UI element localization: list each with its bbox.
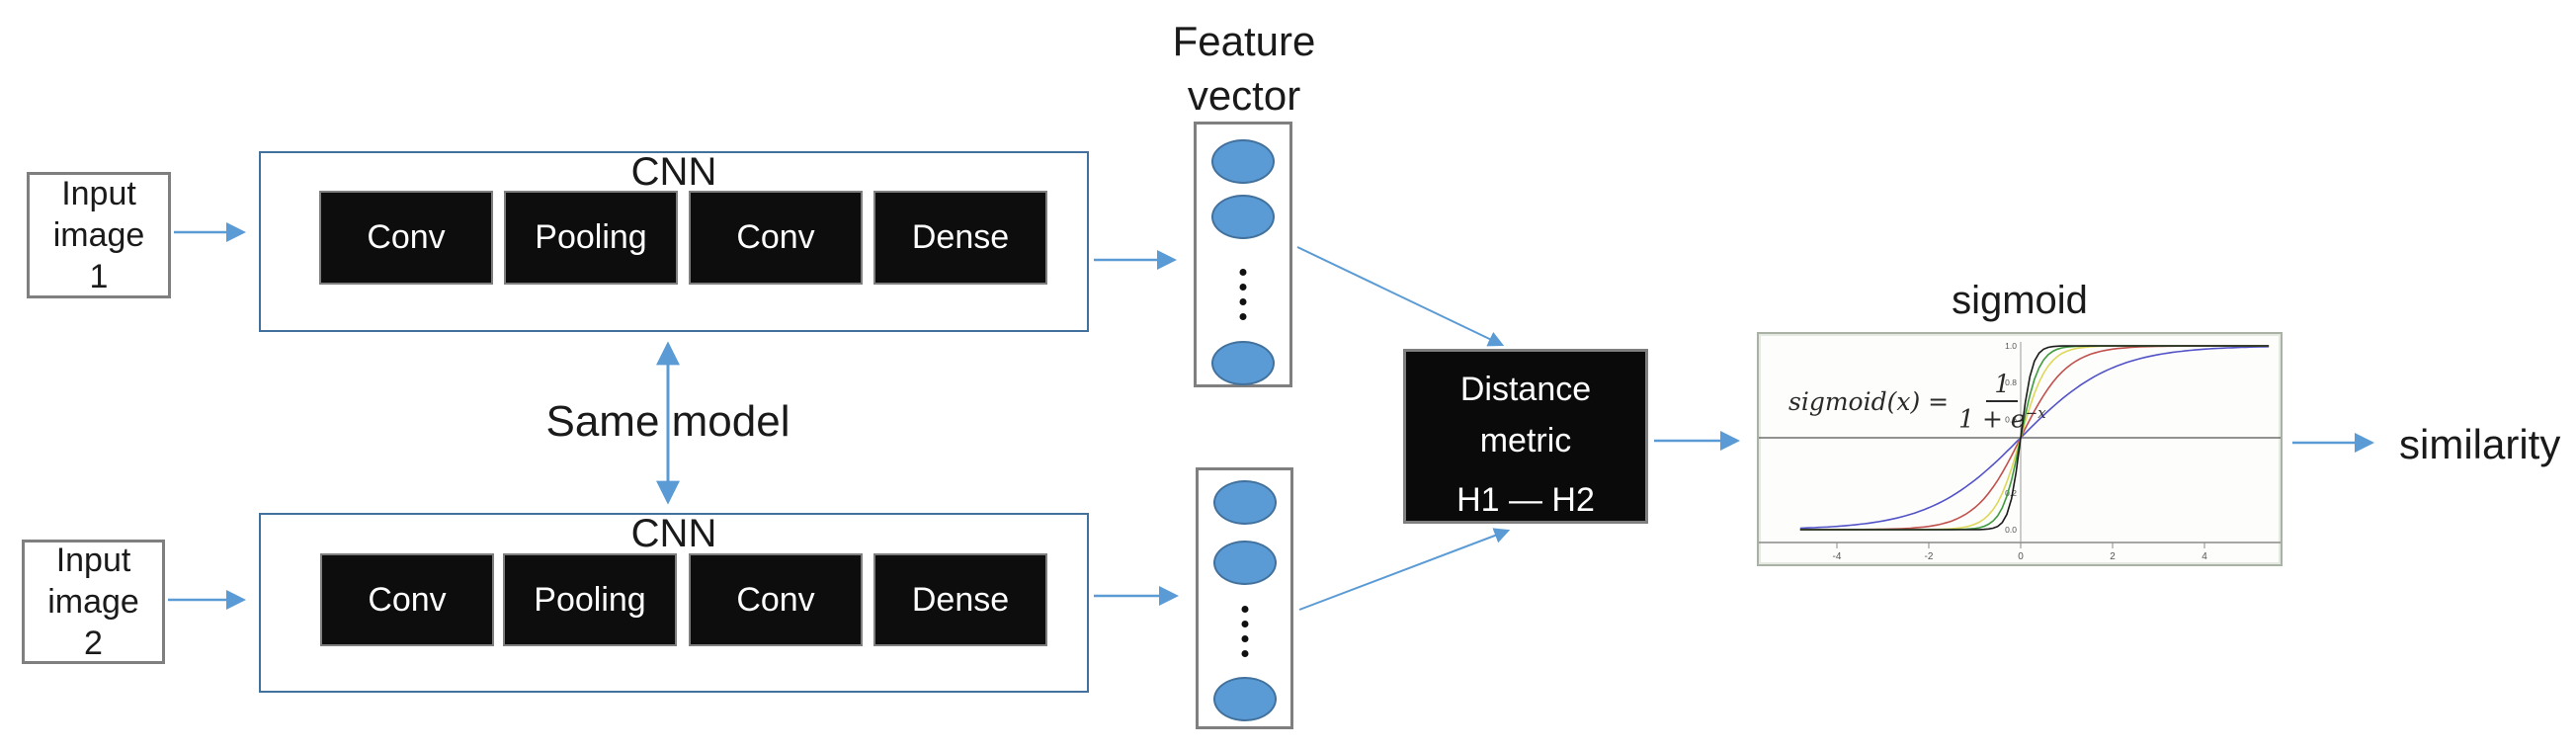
input-image-1-line1: Input <box>61 175 136 212</box>
formula-lhs: sigmoid(x) = <box>1788 386 1950 416</box>
input-image-1-box: Input image 1 <box>27 172 171 298</box>
fv2-neuron-1 <box>1212 480 1277 525</box>
svg-text:0.0: 0.0 <box>2005 525 2017 535</box>
same-model-label: Same model <box>545 397 790 446</box>
cnn-bottom-layer-pooling: Pooling <box>503 553 677 646</box>
input-image-2-line3: 2 <box>84 625 103 662</box>
input-image-2-box: Input image 2 <box>22 540 165 664</box>
svg-text:0.2: 0.2 <box>2005 488 2017 498</box>
cnn-bottom-layer-conv2: Conv <box>689 553 863 646</box>
svg-text:1.0: 1.0 <box>2005 341 2017 351</box>
sigmoid-chart: -4 -2 0 2 4 1.0 0.8 0.6 0.2 0.0 <box>1759 341 2281 562</box>
cnn-top-layer-conv2: Conv <box>689 191 863 285</box>
fv1-neuron-1 <box>1211 139 1275 184</box>
distance-metric-line3: H1 — H2 <box>1456 481 1595 519</box>
fv2-neuron-n <box>1212 677 1277 721</box>
feature-vector-label-line2: vector <box>1187 72 1301 119</box>
cnn-bottom-layer-dense: Dense <box>873 553 1047 646</box>
svg-text:2: 2 <box>2110 551 2116 562</box>
sigmoid-formula: sigmoid(x) = 1 1 + e−x <box>1788 370 2046 433</box>
arrow-fv1-to-distance <box>1296 246 1505 347</box>
feature-vector-label-line1: Feature <box>1172 18 1316 64</box>
distance-metric-line2: metric <box>1479 422 1572 459</box>
fv2-ellipsis-dots <box>1241 606 1248 657</box>
cnn-top-layer-dense: Dense <box>873 191 1047 285</box>
feature-vector-label: Feature vector <box>1173 14 1316 123</box>
formula-fraction: 1 1 + e−x <box>1958 370 2046 433</box>
cnn-bottom-label: CNN <box>630 512 717 555</box>
svg-text:0.8: 0.8 <box>2005 377 2017 387</box>
feature-vector-2-box <box>1196 467 1293 729</box>
fv2-neuron-2 <box>1212 541 1277 585</box>
cnn-top-label: CNN <box>630 150 717 194</box>
svg-text:-4: -4 <box>1833 551 1842 562</box>
distance-metric-box: Distance metric H1 — H2 <box>1403 349 1648 524</box>
similarity-label: similarity <box>2399 421 2561 467</box>
distance-metric-line1: Distance <box>1459 371 1592 408</box>
input-image-2-line1: Input <box>55 542 131 579</box>
svg-text:0.6: 0.6 <box>2005 414 2017 424</box>
input-image-2-line2: image <box>47 583 139 621</box>
input-image-1-line2: image <box>52 216 145 254</box>
svg-text:0: 0 <box>2018 551 2024 562</box>
cnn-bottom-layer-conv1: Conv <box>320 553 494 646</box>
svg-text:-2: -2 <box>1925 551 1934 562</box>
formula-denominator: 1 + e−x <box>1958 404 2046 434</box>
fv1-neuron-n <box>1211 341 1275 385</box>
sigmoid-title: sigmoid <box>1952 279 2088 322</box>
input-image-1-line3: 1 <box>89 258 109 295</box>
sigmoid-plot: -4 -2 0 2 4 1.0 0.8 0.6 0.2 0.0 sigmoid(x) = 1 1 … <box>1757 332 2283 566</box>
svg-text:4: 4 <box>2202 551 2207 562</box>
cnn-top-layer-conv1: Conv <box>319 191 493 285</box>
feature-vector-1-box <box>1194 122 1292 387</box>
cnn-top-layer-pooling: Pooling <box>504 191 678 285</box>
fv1-neuron-2 <box>1211 195 1275 239</box>
formula-numerator: 1 <box>1986 370 2019 402</box>
arrow-fv2-to-distance <box>1298 528 1511 611</box>
fv1-ellipsis-dots <box>1239 269 1247 320</box>
formula-exponent: −x <box>2025 404 2046 422</box>
